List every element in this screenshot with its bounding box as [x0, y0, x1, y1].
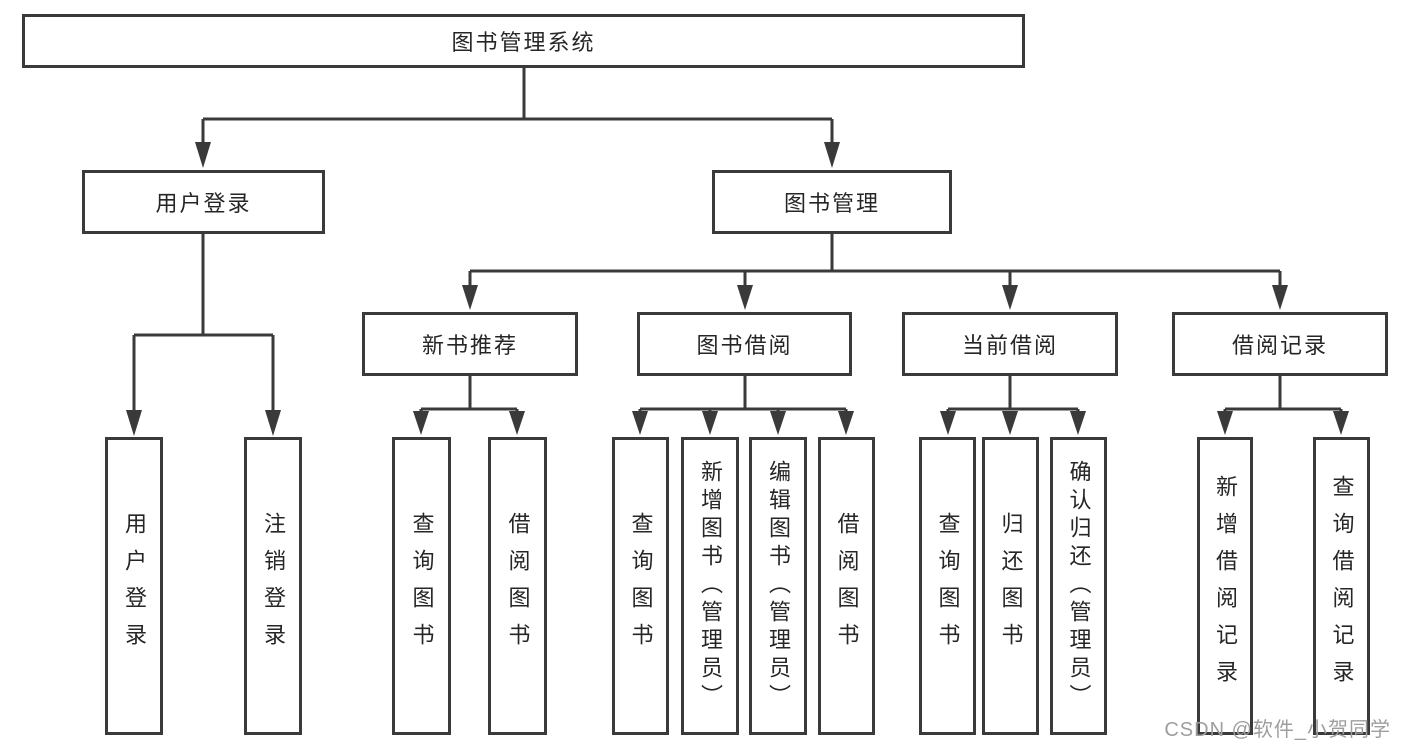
arrowhead-icon	[1272, 285, 1288, 310]
leaf-label: 查询借阅记录	[1329, 475, 1355, 697]
arrowhead-icon	[824, 142, 840, 168]
leaf-label: 编辑图书（管理员）	[766, 460, 791, 712]
leaf-label: 归还图书	[998, 512, 1024, 660]
arrowhead-icon	[737, 285, 753, 310]
arrowhead-icon	[1002, 285, 1018, 310]
connector-book-management-to-level3	[462, 234, 1288, 310]
arrowhead-icon	[1002, 411, 1018, 435]
leaf-user-login: 用户登录	[105, 437, 163, 735]
leaf-label: 借阅图书	[505, 512, 531, 660]
arrowhead-icon	[509, 411, 525, 435]
watermark: CSDN @软件_小贺同学	[1164, 719, 1391, 741]
leaf-confirm-return-admin: 确认归还（管理员）	[1050, 437, 1107, 735]
node-book-borrow: 图书借阅	[637, 312, 852, 376]
node-root-system: 图书管理系统	[22, 14, 1025, 68]
leaf-label: 注销登录	[261, 512, 286, 660]
connector-user-login-to-leaves	[126, 234, 281, 436]
connector-new-book-to-leaves	[413, 376, 525, 435]
arrowhead-icon	[702, 411, 718, 435]
leaf-return-books: 归还图书	[982, 437, 1039, 735]
leaf-query-borrow-record: 查询借阅记录	[1313, 437, 1370, 735]
node-current-borrow: 当前借阅	[902, 312, 1118, 376]
leaf-label: 新增借阅记录	[1213, 475, 1238, 697]
arrowhead-icon	[265, 410, 281, 436]
node-user-login: 用户登录	[82, 170, 325, 234]
leaf-label: 查询图书	[935, 512, 961, 660]
leaf-logout: 注销登录	[244, 437, 302, 735]
leaf-label: 用户登录	[122, 512, 147, 660]
leaf-label: 查询图书	[628, 512, 654, 660]
leaf-query-books-borrow: 查询图书	[612, 437, 669, 735]
node-borrow-records: 借阅记录	[1172, 312, 1388, 376]
arrowhead-icon	[462, 285, 478, 310]
node-book-management: 图书管理	[712, 170, 952, 234]
connector-current-borrow-to-leaves	[940, 376, 1086, 435]
leaf-label: 借阅图书	[834, 512, 860, 660]
leaf-query-books-recommend: 查询图书	[392, 437, 451, 735]
arrowhead-icon	[632, 411, 648, 435]
arrowhead-icon	[195, 142, 211, 168]
node-new-book-recommend: 新书推荐	[362, 312, 578, 376]
leaf-edit-book-admin: 编辑图书（管理员）	[749, 437, 807, 735]
arrowhead-icon	[413, 411, 429, 435]
arrowhead-icon	[770, 411, 786, 435]
leaf-query-books-current: 查询图书	[919, 437, 976, 735]
leaf-borrow-books: 借阅图书	[818, 437, 875, 735]
arrowhead-icon	[1217, 411, 1233, 435]
arrowhead-icon	[1333, 411, 1349, 435]
leaf-label: 新增图书（管理员）	[698, 460, 723, 712]
arrowhead-icon	[1070, 411, 1086, 435]
leaf-add-borrow-record: 新增借阅记录	[1197, 437, 1253, 735]
leaf-borrow-books-recommend: 借阅图书	[488, 437, 547, 735]
leaf-label: 查询图书	[409, 512, 435, 660]
leaf-label: 确认归还（管理员）	[1066, 460, 1092, 712]
arrowhead-icon	[940, 411, 956, 435]
arrowhead-icon	[126, 410, 142, 436]
connector-root-to-level2	[195, 68, 840, 168]
leaf-add-book-admin: 新增图书（管理员）	[681, 437, 739, 735]
arrowhead-icon	[838, 411, 854, 435]
connector-book-borrow-to-leaves	[632, 376, 854, 435]
connector-borrow-records-to-leaves	[1217, 376, 1349, 435]
